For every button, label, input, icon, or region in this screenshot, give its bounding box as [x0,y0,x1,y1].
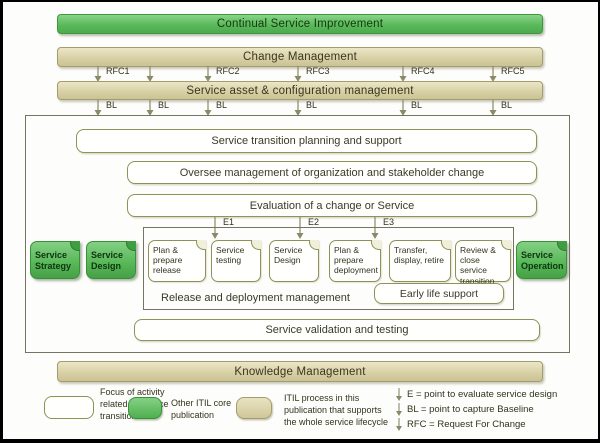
box-label: Service validation and testing [265,324,409,336]
rfc-label: RFC4 [411,66,435,76]
bl-arrow-group-5: BL [398,100,422,116]
lifecycle-label: Service Strategy [35,250,72,271]
down-arrow-icon [146,66,154,82]
step-label: Transfer, display, retire [394,245,444,266]
oversee-management-box: Oversee management of organization and s… [127,161,537,184]
e-label: E3 [383,217,395,227]
legend-note-rfc: RFC = Request For Change [395,418,526,431]
down-arrow-icon [204,66,212,82]
bl-arrow-group-6: BL [488,100,512,116]
rfc-arrow-group-5: RFC4 [398,66,435,82]
release-deployment-label: Release and deployment management [161,292,350,304]
step-review-close-transition: Review & close service transition [455,240,511,286]
bl-label: BL [306,100,318,110]
down-arrow-icon [399,66,407,82]
rfc-arrow-group-2 [145,66,158,82]
step-service-testing: Service testing [211,240,261,282]
step-label: Service Design [274,245,303,266]
down-arrow-icon [489,100,497,116]
e-arrow-group-3: E3 [370,217,394,239]
service-operation-box: Service Operation [516,241,567,279]
note-label: BL = point to capture Baseline [407,404,534,415]
rfc-arrow-group-6: RFC5 [488,66,525,82]
down-arrow-icon [294,66,302,82]
service-transition-planning-box: Service transition planning and support [76,129,537,153]
legend-itil-process-swatch [236,397,272,419]
step-label: Plan & prepare release [153,245,183,276]
bar-label: Continual Service Improvement [216,18,384,30]
rfc-label: RFC1 [106,66,130,76]
evaluation-box: Evaluation of a change or Service [127,194,537,217]
step-label: Plan & prepare deployment [334,245,378,276]
step-label: Service testing [216,245,245,266]
bl-label: BL [501,100,513,110]
down-arrow-icon [371,217,379,239]
service-transition-container [25,115,570,353]
rfc-label: RFC2 [216,66,240,76]
down-arrow-icon [146,100,154,116]
knowledge-management-bar: Knowledge Management [57,361,543,382]
down-arrow-icon [296,217,304,239]
down-arrow-icon [204,100,212,116]
legend-itil-process-label: ITIL process in this publication that su… [284,393,389,428]
rfc-arrow-group-4: RFC3 [293,66,330,82]
legend-other-itil-label: Other ITIL core publication [171,398,232,421]
rfc-label: RFC3 [306,66,330,76]
bl-arrow-group-2: BL [145,100,169,116]
bl-label: BL [106,100,118,110]
down-arrow-icon [94,66,102,82]
e-arrow-group-1: E1 [210,217,234,239]
box-label: Evaluation of a change or Service [249,199,415,212]
lifecycle-label: Service Operation [521,250,564,271]
bl-arrow-group-4: BL [293,100,317,116]
service-asset-config-management-bar: Service asset & configuration management [57,81,543,100]
bar-label: Change Management [242,51,357,63]
legend-note-bl: BL = point to capture Baseline [395,403,534,416]
e-label: E1 [223,217,235,227]
down-arrow-icon [211,217,219,239]
bl-arrow-group-1: BL [93,100,117,116]
box-label: Service transition planning and support [211,135,402,147]
bar-label: Service asset & configuration management [186,84,414,97]
bl-label: BL [411,100,423,110]
lifecycle-label: Service Design [91,250,124,271]
change-management-bar: Change Management [57,47,543,67]
box-label: Early life support [399,287,479,300]
e-arrow-group-2: E2 [295,217,319,239]
note-label: E = point to evaluate service design [407,389,558,400]
bar-label: Knowledge Management [234,365,366,378]
rfc-arrow-group-3: RFC2 [203,66,240,82]
down-arrow-icon [399,100,407,116]
note-label: RFC = Request For Change [407,419,526,430]
rfc-arrow-group-1: RFC1 [93,66,130,82]
service-validation-box: Service validation and testing [134,319,540,341]
bl-label: BL [158,100,170,110]
early-life-support-box: Early life support [374,283,504,304]
legend-note-e: E = point to evaluate service design [395,388,557,401]
step-plan-prepare-deployment: Plan & prepare deployment [329,240,381,282]
service-strategy-box: Service Strategy [30,241,80,279]
continual-service-improvement-bar: Continual Service Improvement [57,14,543,34]
legend-other-itil-swatch [128,397,162,419]
release-deployment-container [143,227,514,310]
down-arrow-icon [396,388,402,401]
step-transfer-display-retire: Transfer, display, retire [389,240,451,282]
box-label: Oversee management of organization and s… [179,166,485,179]
step-service-design: Service Design [269,240,319,282]
down-arrow-icon [489,66,497,82]
down-arrow-icon [396,418,402,431]
step-label: Review & close service transition [460,245,496,286]
down-arrow-icon [396,403,402,416]
legend-focus-swatch [44,396,94,419]
bl-arrow-group-3: BL [203,100,227,116]
service-design-box: Service Design [86,241,136,279]
down-arrow-icon [294,100,302,116]
rfc-label: RFC5 [501,66,525,76]
down-arrow-icon [94,100,102,116]
bl-label: BL [216,100,228,110]
e-label: E2 [308,217,320,227]
step-plan-prepare-release: Plan & prepare release [148,240,206,282]
